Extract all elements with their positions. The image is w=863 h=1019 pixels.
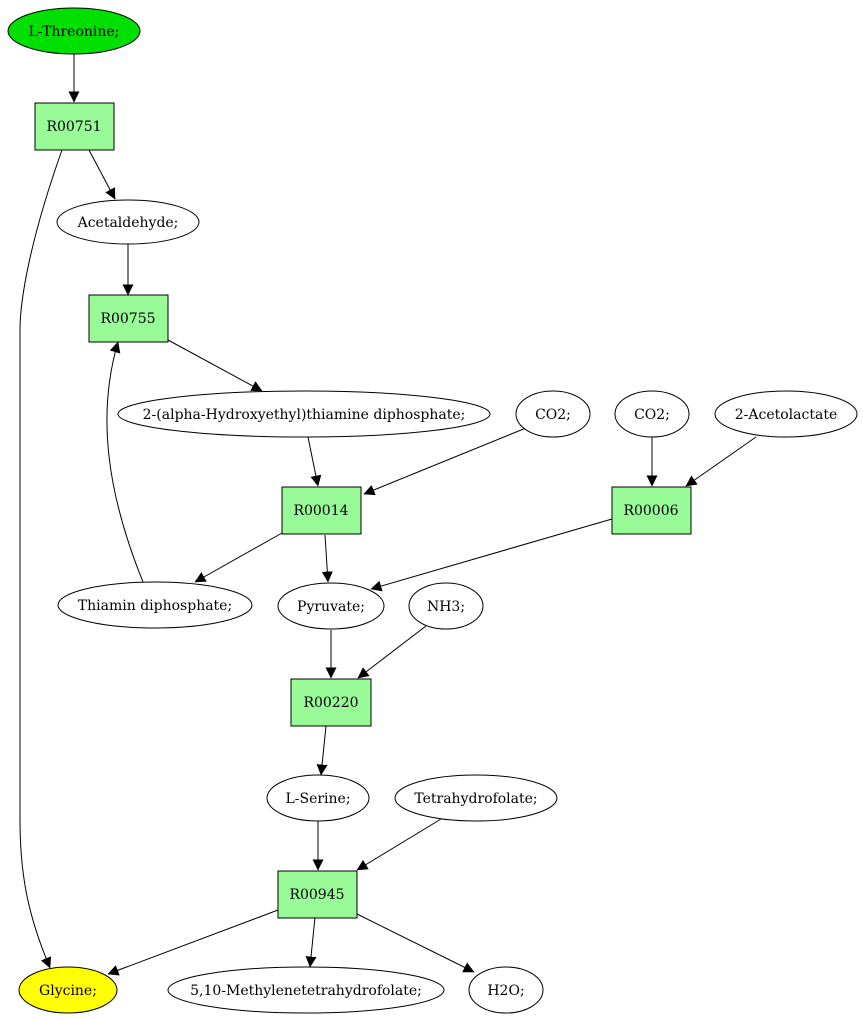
node-nh3[interactable]: NH3; <box>408 582 484 630</box>
node-r00006-label: R00006 <box>623 503 678 519</box>
node-h2o[interactable]: H2O; <box>468 966 544 1014</box>
node-methylenethf-label: 5,10-Methylenetetrahydrofolate; <box>190 983 422 999</box>
edge-hydroxyethyl-tpp-to-r00014 <box>307 436 322 487</box>
node-h2o-label: H2O; <box>487 983 524 999</box>
node-r00945-label: R00945 <box>289 887 344 903</box>
edge-thiamin-to-r00755 <box>106 341 144 583</box>
node-co2-b[interactable]: CO2; <box>614 390 690 438</box>
node-nh3-label: NH3; <box>427 599 465 615</box>
edges <box>19 54 757 976</box>
edge-r00006-to-pyruvate <box>370 518 613 592</box>
edge-r00945-to-methylenethf <box>305 916 317 968</box>
node-r00220-label: R00220 <box>303 695 358 711</box>
edge-r00014-to-thiamin <box>194 532 283 583</box>
edge-r00945-to-h2o <box>356 913 475 973</box>
edge-nh3-to-r00220 <box>357 625 427 679</box>
node-r00006[interactable]: R00006 <box>611 486 692 535</box>
edge-co2-to-r00014 <box>363 427 527 496</box>
node-co2-b-label: CO2; <box>634 407 670 423</box>
edge-r00755-to-hydroxyethyl-tpp <box>167 339 263 392</box>
node-r00751-label: R00751 <box>46 119 101 135</box>
node-r00751[interactable]: R00751 <box>34 102 115 151</box>
node-thiamin-diphosphate[interactable]: Thiamin diphosphate; <box>57 581 253 629</box>
edge-r00945-to-glycine <box>107 909 279 976</box>
node-tetrahydrofolate[interactable]: Tetrahydrofolate; <box>394 774 558 822</box>
node-acetolactate[interactable]: 2-Acetolactate <box>714 390 858 438</box>
edge-acetolactate-to-r00006 <box>685 436 757 487</box>
node-r00014-label: R00014 <box>293 503 348 519</box>
node-l-serine[interactable]: L-Serine; <box>266 774 370 822</box>
node-acetaldehyde-label: Acetaldehyde; <box>77 215 179 231</box>
node-l-serine-label: L-Serine; <box>285 791 350 807</box>
node-methylenethf[interactable]: 5,10-Methylenetetrahydrofolate; <box>167 966 445 1014</box>
node-hydroxyethyl-tpp[interactable]: 2-(alpha-Hydroxyethyl)thiamine diphospha… <box>117 390 491 438</box>
edge-r00220-to-l-serine <box>316 725 328 776</box>
node-l-threonine-label: L-Threonine; <box>29 24 120 40</box>
node-acetolactate-label: 2-Acetolactate <box>735 407 837 423</box>
node-r00755-label: R00755 <box>100 311 155 327</box>
edge-r00014-to-pyruvate <box>321 534 333 583</box>
edge-tetrahydrofolate-to-r00945 <box>356 818 442 871</box>
node-co2-a[interactable]: CO2; <box>515 390 591 438</box>
node-pyruvate-label: Pyruvate; <box>297 599 365 615</box>
node-r00945[interactable]: R00945 <box>277 870 358 919</box>
node-r00014[interactable]: R00014 <box>281 486 362 535</box>
node-hydroxyethyl-tpp-label: 2-(alpha-Hydroxyethyl)thiamine diphospha… <box>143 407 466 423</box>
node-l-threonine[interactable]: L-Threonine; <box>7 7 141 55</box>
node-acetaldehyde[interactable]: Acetaldehyde; <box>56 199 200 245</box>
node-glycine[interactable]: Glycine; <box>18 966 118 1014</box>
node-r00755[interactable]: R00755 <box>88 294 169 343</box>
edge-r00751-to-acetaldehyde <box>88 149 116 200</box>
node-glycine-label: Glycine; <box>39 983 97 999</box>
node-thiamin-diphosphate-label: Thiamin diphosphate; <box>78 598 232 614</box>
node-co2-a-label: CO2; <box>535 407 571 423</box>
edge-r00751-to-glycine <box>19 149 63 969</box>
node-r00220[interactable]: R00220 <box>290 678 372 727</box>
node-pyruvate[interactable]: Pyruvate; <box>277 582 385 630</box>
node-tetrahydrofolate-label: Tetrahydrofolate; <box>414 791 537 807</box>
